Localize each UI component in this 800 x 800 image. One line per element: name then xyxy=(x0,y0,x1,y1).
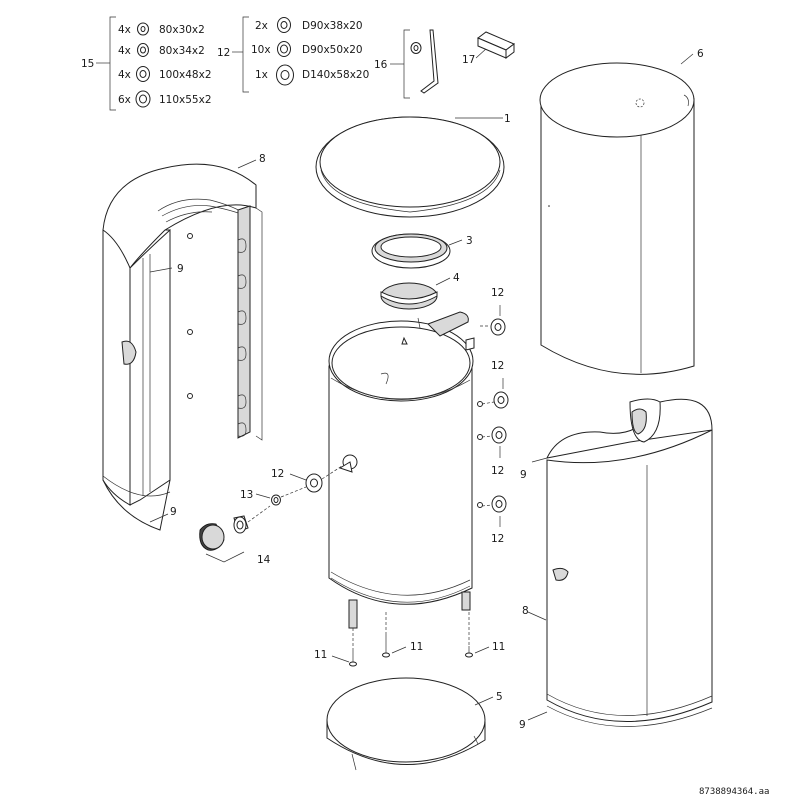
legend-15-row-1: 4x 80x30x2 xyxy=(118,22,205,36)
legend-12-size-3: D140x58x20 xyxy=(302,69,369,81)
legend-15-qty-4: 6x xyxy=(118,94,131,106)
part-8-right-insulation-shell: 9 8 9 xyxy=(519,398,713,731)
callout-11-a: 11 xyxy=(314,649,327,661)
callout-11-c: 11 xyxy=(492,641,505,653)
bushing-icon xyxy=(490,318,506,336)
bushing-icon xyxy=(493,391,509,409)
bushing-icon xyxy=(491,426,507,444)
legend-15-size-2: 80x34x2 xyxy=(159,45,205,57)
legend-15-row-4: 6x 110x55x2 xyxy=(118,90,212,108)
callout-12-right-4: 12 xyxy=(491,533,504,545)
callout-9-right-bottom: 9 xyxy=(519,719,526,731)
part-8-left-insulation-shell: 8 9 9 xyxy=(102,153,266,531)
seal-ring-icon xyxy=(135,90,151,108)
main-storage-tank xyxy=(328,311,483,650)
tank-top-connection-icon xyxy=(380,311,469,385)
bushing-icon xyxy=(277,41,291,57)
screw-icon xyxy=(465,646,473,658)
callout-12-right-3: 12 xyxy=(491,465,504,477)
callout-14: 14 xyxy=(257,554,271,566)
legend-12-row-1: 2x D90x38x20 xyxy=(255,17,363,33)
legend-12-row-2: 10x D90x50x20 xyxy=(251,41,363,57)
tank-foot-icon xyxy=(348,591,471,650)
legend-15-qty-2: 4x xyxy=(118,45,131,57)
callout-16: 16 xyxy=(374,59,388,71)
legend-group-15: 15 4x 80x30x2 4x 80x34x2 4x 100x48x2 6x xyxy=(81,16,212,111)
cap-icon xyxy=(199,515,249,551)
part-5-base-plate: 5 xyxy=(326,677,503,771)
plug-icon xyxy=(271,494,281,506)
part-12-bushings-right: 12 12 12 12 xyxy=(480,287,509,545)
legend-15-size-4: 110x55x2 xyxy=(159,94,212,106)
part-3-flange-cover: 3 xyxy=(371,233,473,269)
front-socket-assembly: 12 13 14 xyxy=(199,465,343,566)
bushing-icon xyxy=(277,17,291,33)
callout-1: 1 xyxy=(504,113,511,125)
callout-13: 13 xyxy=(240,489,253,501)
legend-15-size-3: 100x48x2 xyxy=(159,69,212,81)
legend-12-size-2: D90x50x20 xyxy=(302,44,363,56)
part-16-mounting-key: 16 xyxy=(374,29,439,99)
part-4-insulation-disc: 4 xyxy=(380,272,460,310)
callout-12-right-2: 12 xyxy=(491,360,504,372)
bushing-icon xyxy=(491,495,507,513)
callout-12-right-1: 12 xyxy=(491,287,504,299)
legend-12-number: 12 xyxy=(217,47,230,59)
callout-4: 4 xyxy=(453,272,460,284)
legend-12-qty-3: 1x xyxy=(255,69,268,81)
legend-15-size-1: 80x30x2 xyxy=(159,24,205,36)
legend-12-row-3: 1x D140x58x20 xyxy=(255,64,369,86)
callout-17: 17 xyxy=(462,54,475,66)
callout-8-right: 8 xyxy=(522,605,529,617)
legend-15-number: 15 xyxy=(81,58,94,70)
callout-5: 5 xyxy=(496,691,503,703)
wing-screw-icon xyxy=(410,42,422,54)
bushing-icon xyxy=(276,64,294,86)
callout-9-left-top: 9 xyxy=(177,263,184,275)
legend-15-qty-1: 4x xyxy=(118,24,131,36)
part-6-cover-cylinder: 6 xyxy=(539,48,704,375)
drawing-reference-code: 8738894364.aa xyxy=(699,787,769,797)
callout-8-left: 8 xyxy=(259,153,266,165)
legend-15-row-3: 4x 100x48x2 xyxy=(118,66,212,82)
legend-group-12: 12 2x D90x38x20 10x D90x50x20 1x D140x58… xyxy=(217,16,369,93)
insulation-latch-icon xyxy=(237,238,247,437)
legend-12-size-1: D90x38x20 xyxy=(302,20,363,32)
seal-ring-icon xyxy=(137,22,149,36)
callout-6: 6 xyxy=(697,48,704,60)
callout-9-left-bottom: 9 xyxy=(170,506,177,518)
tank-side-socket-icon xyxy=(338,454,358,473)
part-17-bar: 17 xyxy=(462,31,515,66)
bushing-icon xyxy=(305,473,323,493)
callout-9-right-top: 9 xyxy=(520,469,527,481)
callout-3: 3 xyxy=(466,235,473,247)
seal-ring-icon xyxy=(137,43,149,57)
legend-12-qty-1: 2x xyxy=(255,20,268,32)
callout-11-b: 11 xyxy=(410,641,423,653)
part-1-lid-ring: 1 xyxy=(315,113,511,218)
callout-12-front: 12 xyxy=(271,468,284,480)
legend-12-qty-2: 10x xyxy=(251,44,271,56)
legend-15-row-2: 4x 80x34x2 xyxy=(118,43,205,57)
screw-icon xyxy=(349,650,357,667)
legend-15-qty-3: 4x xyxy=(118,69,131,81)
part-11-foot-screws: 11 11 11 xyxy=(314,632,505,667)
seal-ring-icon xyxy=(136,66,150,82)
screw-icon xyxy=(382,632,390,658)
